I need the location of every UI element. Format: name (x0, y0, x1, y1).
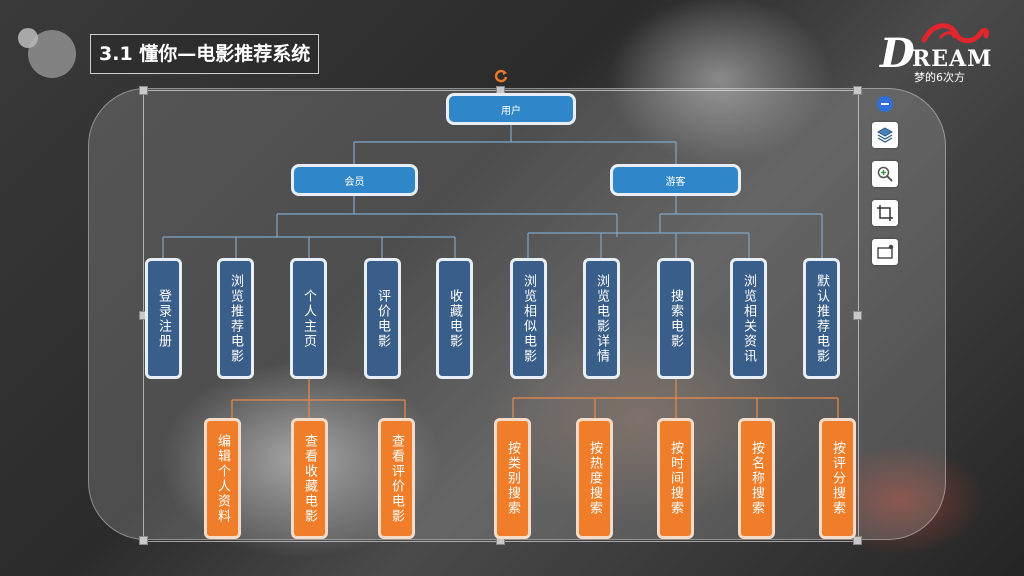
slide-title: 3.1 懂你—电影推荐系统 (90, 34, 320, 74)
node-level3: 编辑个人资料 (204, 418, 241, 539)
frame-icon (877, 244, 894, 259)
node-level3: 查看收藏电影 (291, 418, 328, 539)
crop-button[interactable] (872, 200, 898, 226)
logo-swirl-icon (921, 23, 989, 44)
resize-handle-mr[interactable] (853, 311, 862, 320)
rotate-handle-icon[interactable] (493, 68, 509, 84)
node-level3: 按时间搜索 (657, 418, 694, 539)
node-level2: 搜索电影 (657, 258, 694, 379)
zoom-in-button[interactable] (872, 161, 898, 187)
node-level2: 浏览相关资讯 (730, 258, 767, 379)
decor-circle-small (18, 28, 38, 48)
resize-handle-tl[interactable] (139, 86, 148, 95)
node-level3: 按热度搜索 (576, 418, 613, 539)
node-level3: 按类别搜索 (494, 418, 531, 539)
logo-mark-letter: D (880, 30, 915, 77)
resize-handle-br[interactable] (853, 536, 862, 545)
node-level2: 默认推荐电影 (803, 258, 840, 379)
layers-button[interactable] (872, 122, 898, 148)
resize-handle-bl[interactable] (139, 536, 148, 545)
node-level2: 评价电影 (364, 258, 401, 379)
resize-handle-tr[interactable] (853, 86, 862, 95)
node-level2: 浏览推荐电影 (217, 258, 254, 379)
node-level2: 浏览相似电影 (510, 258, 547, 379)
node-root: 用户 (446, 93, 576, 125)
node-level3: 按评分搜索 (819, 418, 856, 539)
brand-logo: D REAM 梦的6次方 (880, 20, 1010, 84)
node-level2: 登录注册 (145, 258, 182, 379)
frame-button[interactable] (872, 239, 898, 265)
node-level2: 收藏电影 (436, 258, 473, 379)
node-level3: 按名称搜索 (738, 418, 775, 539)
minus-icon[interactable] (877, 96, 893, 112)
node-level3: 查看评价电影 (378, 418, 415, 539)
layers-icon (876, 127, 894, 143)
node-level1: 会员 (291, 164, 418, 196)
node-level2: 个人主页 (290, 258, 327, 379)
crop-icon (877, 205, 893, 221)
zoom-in-icon (877, 166, 893, 182)
logo-mark-rest: REAM (912, 46, 993, 72)
node-level1: 游客 (610, 164, 741, 196)
logo-subtitle: 梦的6次方 (914, 71, 965, 84)
node-level2: 浏览电影详情 (583, 258, 620, 379)
